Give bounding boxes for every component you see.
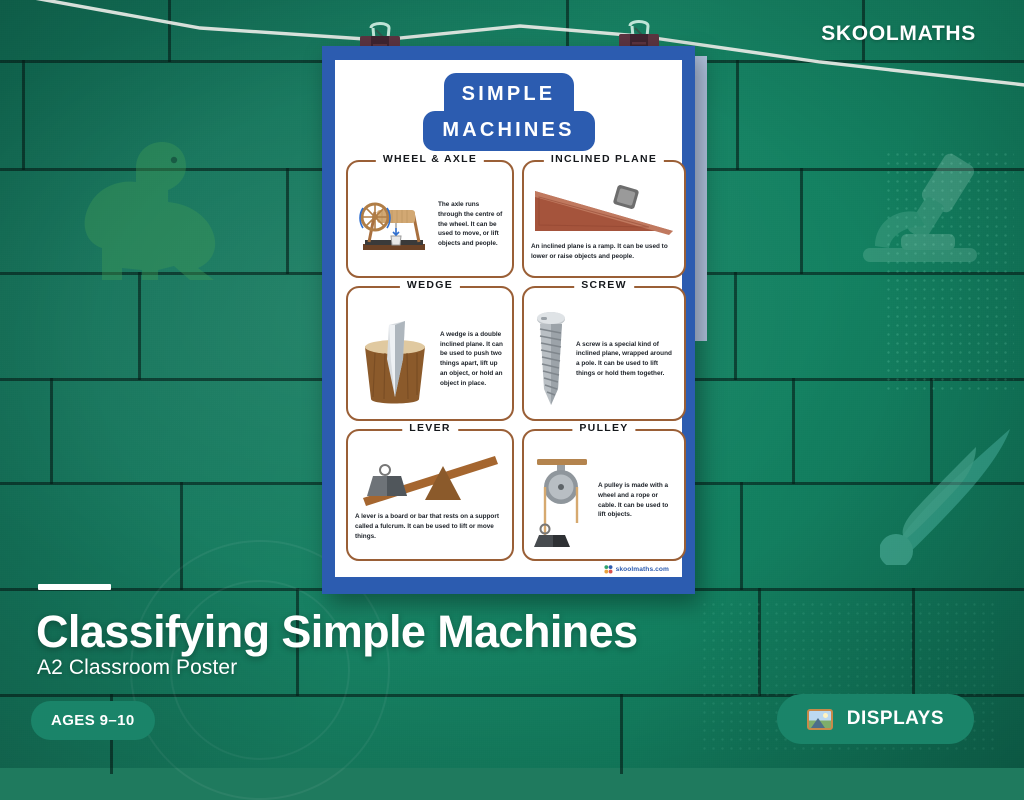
lever-icon [355,448,505,507]
card-text: A lever is a board or bar that rests on … [355,513,499,540]
wheel-and-axle-icon [355,190,433,258]
displays-button[interactable]: DISPLAYS [776,694,974,744]
poster-footer-text: skoolmaths.com [615,565,669,573]
poster-inner: SIMPLE MACHINES WHEEL & AXLE [335,60,686,577]
card-wedge: WEDGE A wed [346,278,514,422]
card-title: INCLINED PLANE [543,153,665,165]
brand-name: SKOOLMATHS [821,22,976,45]
card-inclined-plane: INCLINED PLANE An inclined plane is a ra… [522,153,686,278]
card-title: PULLEY [572,422,636,435]
displays-button-label: DISPLAYS [846,708,944,729]
pulley-icon [531,453,593,549]
poster[interactable]: SIMPLE MACHINES WHEEL & AXLE [322,46,695,594]
card-screw: SCREW [522,278,686,422]
card-text: A wedge is a double inclined plane. It c… [440,331,503,387]
poster-title-banner: SIMPLE MACHINES [422,73,595,151]
poster-footer: skoolmaths.com [346,561,671,577]
card-wheel-and-axle: WHEEL & AXLE [346,153,514,278]
framed-picture-icon [806,708,833,730]
wedge-icon [355,311,435,407]
card-text: A screw is a special kind of inclined pl… [576,340,672,377]
card-title: WHEEL & AXLE [375,153,485,165]
card-title: LEVER [402,422,458,435]
card-lever: LEVER A lever is a board or bar that res… [346,422,514,561]
inclined-plane-icon [531,179,677,237]
poster-title-line1: SIMPLE [443,73,574,113]
card-text: An inclined plane is a ramp. It can be u… [531,243,668,260]
card-title: SCREW [574,278,634,291]
card-pulley: PULLEY [522,422,686,561]
machines-grid: WHEEL & AXLE [346,153,686,561]
card-title: WEDGE [399,278,461,291]
ages-badge: AGES 9–10 [31,701,155,740]
screw-icon [531,309,571,409]
poster-title-line2: MACHINES [422,111,595,151]
card-text: The axle runs through the centre of the … [438,201,503,248]
card-text: A pulley is made with a wheel and a rope… [598,482,669,519]
skoolmaths-logo-icon [604,564,613,573]
